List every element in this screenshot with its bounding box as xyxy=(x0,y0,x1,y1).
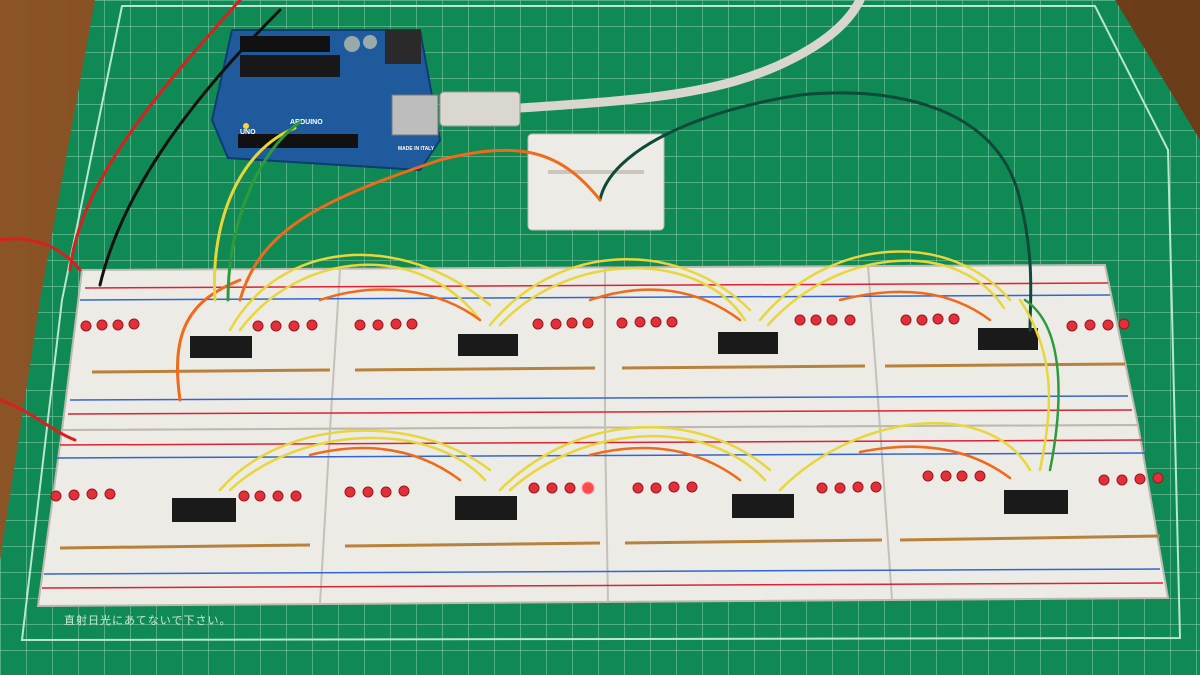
jumper-wires xyxy=(0,0,1060,492)
breadboard-array xyxy=(36,263,1170,608)
arduino-brand-label: ARDUINO xyxy=(290,119,323,126)
mat-warning-text: 直射日光にあてないで下さい。 xyxy=(64,614,232,627)
resistor-rows xyxy=(59,362,1161,550)
arduino-uno-board: ARDUINO UNO MADE IN ITALY xyxy=(210,29,442,172)
red-led-array xyxy=(50,313,1164,502)
shift-register-chips xyxy=(172,328,1068,522)
usb-cable xyxy=(515,0,865,113)
arduino-made-in-label: MADE IN ITALY xyxy=(398,146,435,152)
usb-plug xyxy=(439,91,521,127)
arduino-model-label: UNO xyxy=(240,129,256,136)
